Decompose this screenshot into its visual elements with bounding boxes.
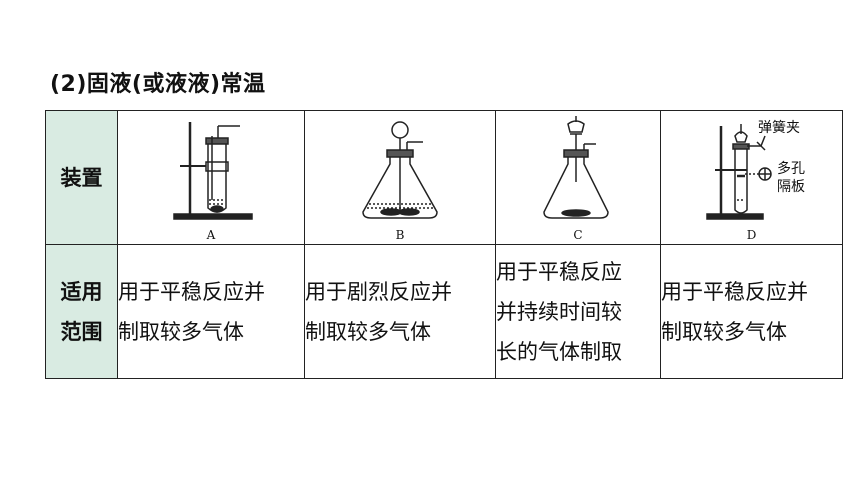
- usage-b: 用于剧烈反应并 制取较多气体: [304, 244, 496, 379]
- usage-a: 用于平稳反应并 制取较多气体: [117, 244, 305, 379]
- label-spring-clamp: 弹簧夹: [758, 120, 800, 136]
- label-porous-plate-1: 多孔: [777, 161, 805, 177]
- apparatus-c-drawing: [543, 115, 609, 219]
- apparatus-row: 装置 A: [45, 110, 843, 245]
- apparatus-a-label: A: [206, 228, 216, 242]
- apparatus-a-drawing: [173, 121, 253, 220]
- apparatus-c-label: C: [573, 228, 583, 242]
- apparatus-d-label: D: [746, 228, 757, 242]
- apparatus-b-label: B: [395, 228, 405, 242]
- section-heading: (2)固液(或液液)常温: [50, 72, 266, 97]
- apparatus-table: 装置 A: [45, 110, 843, 379]
- row-header-apparatus: 装置: [45, 110, 118, 245]
- apparatus-c-cell: C: [495, 110, 661, 245]
- usage-c: 用于平稳反应 并持续时间较 长的气体制取: [495, 244, 661, 379]
- usage-d: 用于平稳反应并 制取较多气体: [660, 244, 843, 379]
- usage-row: 适用 范围 用于平稳反应并 制取较多气体 用于剧烈反应并 制取较多气体 用于平稳…: [45, 244, 843, 379]
- apparatus-a-cell: A: [117, 110, 305, 245]
- label-porous-plate-2: 隔板: [777, 179, 805, 195]
- apparatus-b-drawing: [362, 120, 438, 219]
- apparatus-b-cell: B: [304, 110, 496, 245]
- apparatus-d-drawing: [706, 123, 772, 220]
- row-header-usage: 适用 范围: [45, 244, 118, 379]
- apparatus-d-cell: 弹簧夹 多孔 隔板 D: [660, 110, 843, 245]
